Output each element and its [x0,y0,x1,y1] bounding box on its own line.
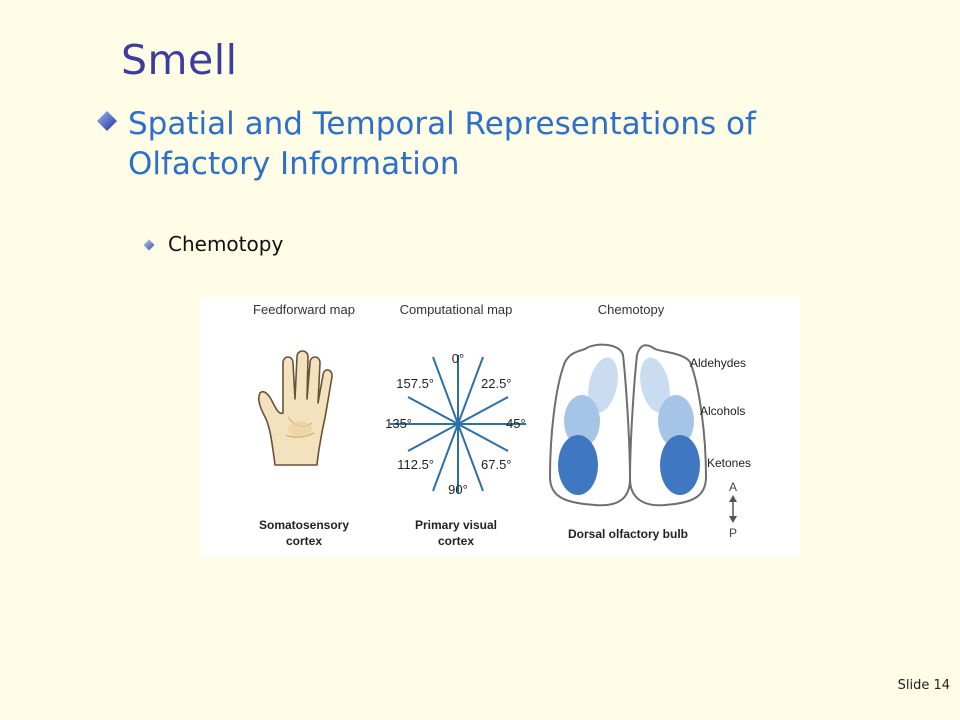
alcohols-region-right [658,395,694,447]
angle-label-67: 67.5° [481,457,512,472]
label-aldehydes: Aldehydes [690,356,746,370]
axis-posterior: P [729,526,737,540]
caption-visual-1: Primary visual [415,518,497,532]
aldehydes-region-right [640,357,670,413]
caption-visual-2: cortex [438,534,474,548]
caption-somatosensory-2: cortex [286,534,322,548]
diamond-bullet-icon [97,111,117,131]
ketones-region-right [660,435,700,495]
angle-label-90: 90° [448,482,468,497]
anterior-posterior-arrow-icon [729,495,737,523]
label-ketones: Ketones [707,456,751,470]
caption-somatosensory-1: Somatosensory [259,518,349,532]
hand-illustration [257,350,333,466]
angle-label-45: 45° [506,416,526,431]
small-diamond-bullet-icon [143,239,155,251]
orientation-star [390,355,526,493]
panel-title-feedforward: Feedforward map [253,302,355,317]
slide-title: Smell [121,36,238,84]
panel-title-chemotopy: Chemotopy [598,302,665,317]
sub-bullet-chemotopy: Chemotopy [168,232,284,256]
bullet-heading: Spatial and Temporal Representations of … [128,106,756,182]
angle-label-157: 157.5° [396,376,434,391]
angle-label-22: 22.5° [481,376,512,391]
ketones-region-left [558,435,598,495]
angle-label-0: 0° [452,351,464,366]
olfactory-bulbs [548,343,708,507]
angle-label-135: 135° [385,416,412,431]
alcohols-region-left [564,395,600,447]
axis-anterior: A [729,480,737,494]
panel-title-computational: Computational map [400,302,513,317]
aldehydes-region-left [588,357,618,413]
angle-label-112: 112.5° [397,457,434,472]
slide-number: Slide 14 [897,678,950,693]
label-alcohols: Alcohols [700,404,745,418]
caption-bulb: Dorsal olfactory bulb [568,527,688,541]
topographic-maps-figure: Feedforward map Computational map Chemot… [200,297,800,557]
